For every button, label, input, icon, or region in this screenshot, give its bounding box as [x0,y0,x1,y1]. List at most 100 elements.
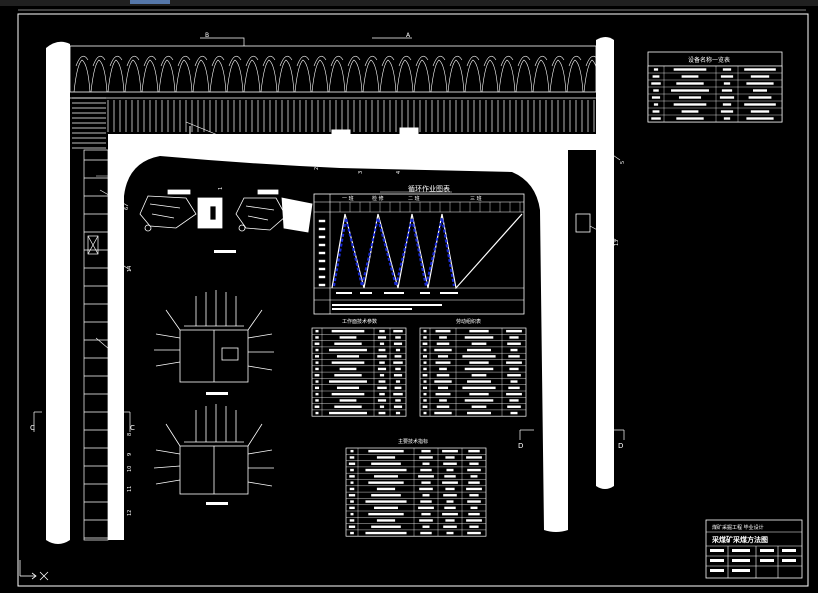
table-cell-text [437,386,449,390]
cycle-row-label-bar [318,219,326,223]
table-cell-text [746,117,774,120]
table-cell-text [446,531,454,535]
goaf-rock-shape [398,55,412,67]
table-cell-text [349,506,355,510]
goaf-rock-shape [583,59,601,93]
table-cell-text [435,392,451,396]
callout-1: 1 [218,187,224,190]
section-mark-d-left: D [518,442,523,450]
table-cell-text [678,96,702,99]
table-cell-text [468,512,480,516]
table-cell-text [506,392,522,396]
goaf-rock-shape [534,55,548,67]
cycle-chart-title: 循环作业图表 [408,184,450,193]
table-cell-text [371,462,401,465]
table-cell-text [508,386,520,390]
table-cell-text [722,68,732,71]
table-cell-text [676,117,704,120]
table-cell-text [467,500,481,503]
table-cell-text [315,348,319,352]
table-cell-text [510,348,518,352]
table-cell-text [334,405,362,408]
table-cell-text [462,355,496,358]
table-cell-text [368,449,404,453]
table-cell-text [336,355,360,358]
table-cell-text [719,96,735,99]
goaf-rock-shape [243,59,261,93]
table-cell-text [466,487,482,491]
table-cell-text [467,380,491,383]
table-cell-text [681,75,699,78]
goaf-rock-shape [126,55,140,67]
table-cell-text [393,361,403,364]
table-cell-text [753,89,767,92]
table-cell-text [652,110,660,113]
section-mark-a: A [406,32,411,39]
table-cell-text [420,468,432,472]
goaf-rock-shape [209,59,227,93]
table-cell-text [365,531,407,535]
table-cell-text [462,386,496,390]
table-b-title: 劳动组织表 [456,318,481,325]
goaf-rock-shape [226,59,244,93]
table-cell-text [334,342,362,345]
table-cell-text [445,487,455,491]
table-cell-text [446,500,454,503]
goaf-rock-shape [347,55,361,67]
goaf-rock-shape [549,59,567,93]
table-cell-text [434,380,452,383]
table-cell-text [468,449,480,453]
table-cell-text [507,374,521,377]
table-cell-text [394,386,402,390]
table-cell-text [314,355,320,358]
ucs-axis-icon [19,560,49,581]
table-cell-text [469,525,479,528]
table-cell-text [468,481,480,484]
table-cell-text [395,380,401,383]
shift-label-1: 一 班 [342,195,354,202]
table-cell-text [349,519,355,522]
table-cell-text [421,449,431,453]
table-cell-text [374,506,398,510]
table-cell-text [445,519,455,522]
goaf-rock-shape [500,55,514,67]
table-cell-text [471,374,487,377]
table-cell-text [350,481,354,484]
table-cell-text [331,392,365,396]
goaf-rock-shape [296,55,310,67]
table-cell-text [350,500,354,503]
goaf-rock-shape [449,55,463,67]
data-table-a: 工作面技术参数 [311,318,407,417]
goaf-rock-shape [432,55,446,67]
table-cell-text [436,374,450,377]
table-cell-text [509,399,519,402]
drawing-border [17,13,809,587]
table-cell-text [315,336,319,339]
goaf-rock-shape [330,55,344,67]
shearer-diagram-1 [139,189,223,232]
roadway-cross-section-2 [153,404,274,495]
table-cell-text [349,487,355,491]
table-cell-text [376,519,396,522]
callout-9: 9 [127,453,133,456]
table-cell-text [314,386,320,390]
title-block: 煤矿采掘工程 毕业设计 采煤矿采煤方法图 [705,519,803,579]
table-cell-text [423,367,427,371]
table-cell-text [421,512,431,516]
goaf-rock-shape [262,55,276,67]
table-cell-text [393,392,403,396]
left-column-frame [83,149,109,541]
table-cell-text [365,468,407,472]
section-mark-c-left: C [30,424,35,432]
table-cell-text [379,361,385,364]
table-cell-text [314,405,320,408]
table-cell-text [379,329,385,333]
table-cell-text [315,380,319,383]
table-cell-text [379,392,385,396]
table-cell-text [651,82,661,85]
shift-label-3: 二 班 [408,195,420,202]
table-cell-text [723,117,731,120]
table-cell-text [379,342,385,345]
table-cell-text [422,374,428,377]
toolbar-fragment[interactable] [130,0,170,4]
